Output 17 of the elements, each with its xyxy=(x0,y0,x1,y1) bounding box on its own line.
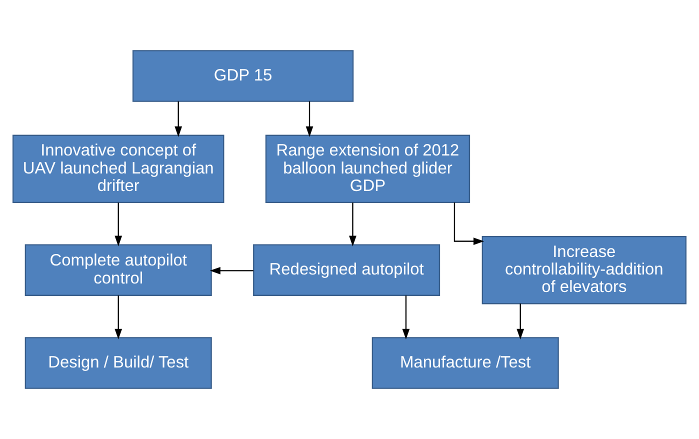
node-box: Range extension of 2012 balloon launched glider GDP xyxy=(265,134,470,204)
arrow xyxy=(306,101,314,137)
node-box: Design / Build/ Test xyxy=(24,337,212,389)
arrow xyxy=(114,295,122,340)
arrow xyxy=(349,202,356,246)
arrow xyxy=(516,304,524,340)
node-box: Redesigned autopilot xyxy=(253,244,440,296)
arrow xyxy=(402,295,410,340)
arrow xyxy=(454,202,484,245)
node-box: Innovative concept of UAV launched Lagrangian drifter xyxy=(12,134,224,204)
node-box: Complete autopilot control xyxy=(24,244,212,296)
node-box: Increase controllability-addition of elevators xyxy=(482,236,686,304)
node-box: GDP 15 xyxy=(132,50,354,102)
node-box: Manufacture /Test xyxy=(372,337,559,389)
arrow xyxy=(114,202,122,246)
arrow xyxy=(174,101,182,137)
arrow xyxy=(210,266,254,274)
